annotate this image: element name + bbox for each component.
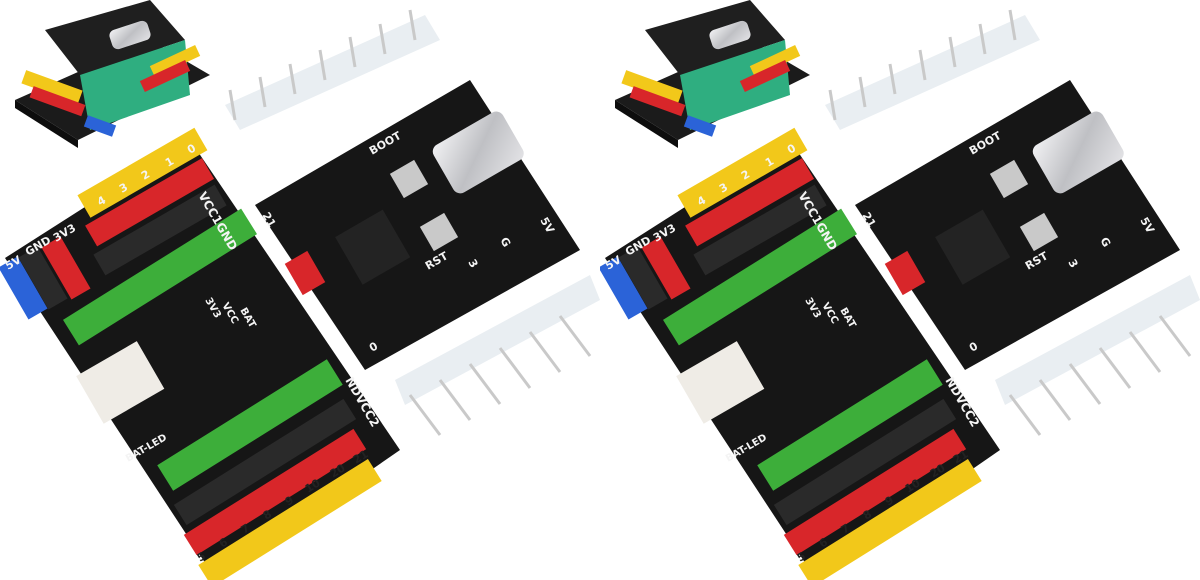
product-photo-right: 5V GND 3V3 VCC1GND NDVCC2 3V3 VCC BAT BA… xyxy=(600,0,1200,580)
assembled-board-thumbnail xyxy=(15,0,210,148)
usb-c-port-icon xyxy=(709,20,751,50)
pin-header-icon xyxy=(395,275,600,436)
thumbnail-pins xyxy=(21,44,201,137)
jst-connector-icon xyxy=(76,341,165,424)
push-button-icon xyxy=(389,159,429,199)
pin-header-icon xyxy=(995,275,1200,436)
mcu-board: BOOT RST 5V 21 0 G 3 xyxy=(225,9,600,436)
smd-component xyxy=(284,250,326,296)
thumbnail-pins xyxy=(621,44,801,137)
usb-c-port-icon xyxy=(109,20,151,50)
usb-c-port-icon xyxy=(1032,111,1124,194)
smd-component xyxy=(884,250,926,296)
mcu-board: BOOT RST 5V 21 0 G 3 xyxy=(825,9,1200,436)
push-button-icon xyxy=(1019,212,1059,252)
pin-header-icon xyxy=(225,9,440,130)
product-photo-left: 5V GND 3V3 VCC1GND NDVCC2 3V3 VCC BAT BA… xyxy=(0,0,600,580)
expansion-board: 5V GND 3V3 VCC1GND NDVCC2 3V3 VCC BAT BA… xyxy=(0,127,400,580)
usb-c-port-icon xyxy=(432,111,524,194)
mcu-chip xyxy=(335,209,411,285)
product-photo-svg: 5V GND 3V3 VCC1GND NDVCC2 3V3 VCC BAT BA… xyxy=(600,0,1200,580)
expansion-board: 5V GND 3V3 VCC1GND NDVCC2 3V3 VCC BAT BA… xyxy=(600,127,1000,580)
push-button-icon xyxy=(989,159,1029,199)
pin-header-icon xyxy=(825,9,1040,130)
product-photo-svg: 5V GND 3V3 VCC1GND NDVCC2 3V3 VCC BAT BA… xyxy=(0,0,600,580)
jst-connector-icon xyxy=(676,341,765,424)
mcu-chip xyxy=(935,209,1011,285)
push-button-icon xyxy=(419,212,459,252)
assembled-board-thumbnail xyxy=(615,0,810,148)
